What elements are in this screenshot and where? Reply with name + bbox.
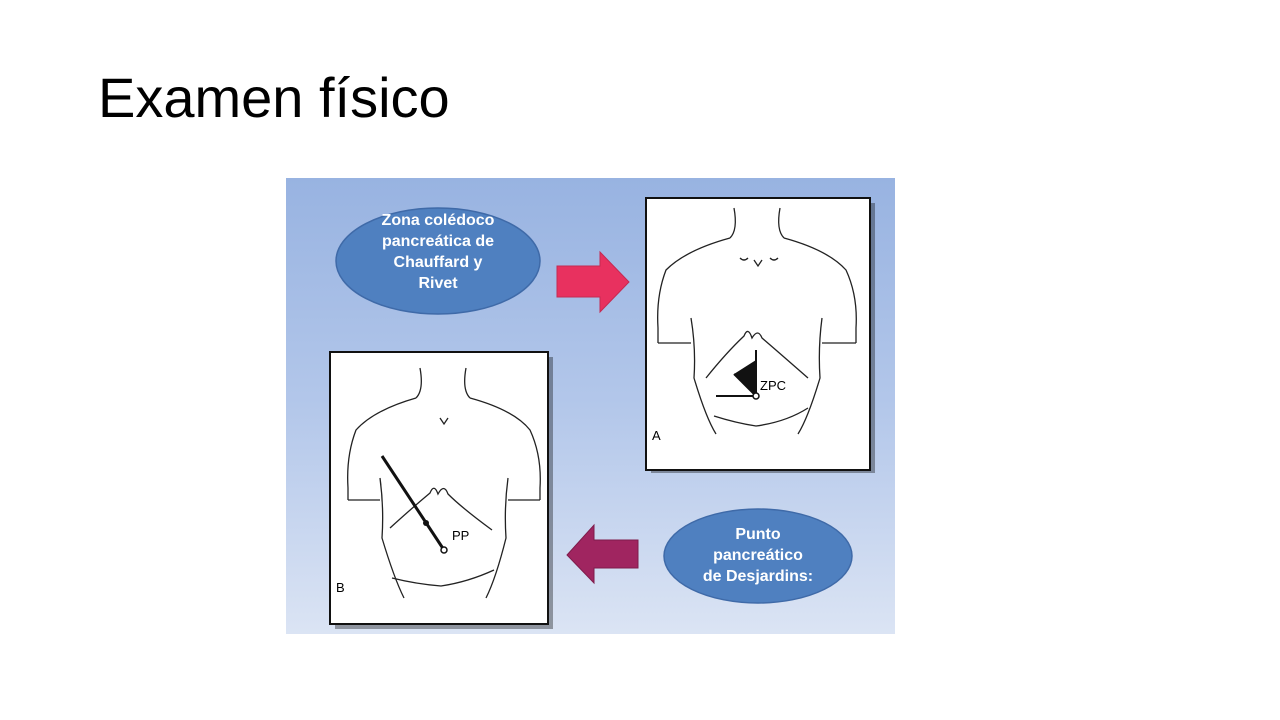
callout-line: Chauffard y — [393, 254, 483, 271]
callout-line: Punto — [735, 526, 781, 543]
pp-label: PP — [452, 528, 469, 543]
slide-title: Examen físico — [98, 66, 450, 129]
zpc-label: ZPC — [760, 378, 786, 393]
callout-line: Rivet — [418, 275, 458, 292]
left-arrow-icon — [566, 523, 639, 585]
panel-a-letter: A — [652, 428, 661, 443]
panel-b-letter: B — [336, 580, 345, 595]
callout-text-chauffard: Zona colédoco pancreática de Chauffard y… — [346, 210, 530, 294]
callout-oval-chauffard — [335, 207, 541, 315]
callout-text-desjardins: Punto pancreático de Desjardins: — [670, 524, 846, 587]
callout-line: Zona colédoco — [381, 212, 495, 229]
figure-panel: ZPC A PP B — [286, 178, 895, 634]
callout-oval-desjardins — [663, 508, 853, 604]
torso-panel-b: PP B — [329, 351, 553, 629]
callout-line: de Desjardins: — [702, 568, 814, 585]
callout-line: pancreático — [713, 547, 803, 564]
callout-line: pancreática de — [381, 233, 495, 250]
figure-drawing: ZPC A PP B — [329, 197, 875, 629]
torso-panel-a: ZPC A — [645, 197, 875, 473]
right-arrow-icon — [556, 250, 630, 314]
